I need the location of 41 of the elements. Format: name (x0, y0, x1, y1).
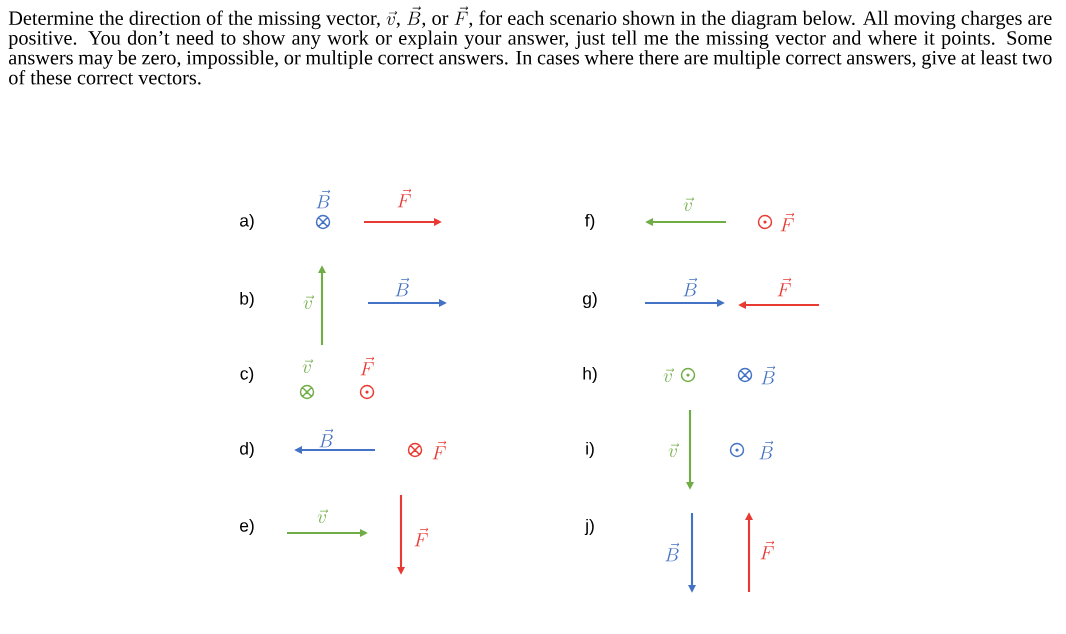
vector-symbol: $\vec{v}$ (668, 443, 680, 457)
vector-symbol: $\vec{B}$ (665, 542, 680, 562)
label: Determine the direction of the missing vector, (8, 10, 380, 30)
vector-symbol: $\vec{B}$ (316, 189, 331, 209)
label: $\vec{v}$ (386, 11, 398, 25)
scenario-label: g) (583, 291, 597, 309)
vector-symbol: $\vec{v}$ (663, 368, 675, 382)
label: , for each scenario shown in the diagram below. All moving charges are (469, 10, 1052, 30)
vector-symbol: $\vec{v}$ (303, 295, 315, 309)
label: , (396, 22, 400, 28)
vector-symbol: $\vec{v}$ (302, 359, 314, 373)
scenario-label: h) (583, 366, 597, 384)
vector-symbol: $\vec{B}$ (761, 365, 776, 385)
label: positive. You don’t need to show any work or explain your answer, just tell me the missing vector and where it points. Some (8, 30, 1052, 49)
vector-symbol: $\vec{F}$ (780, 212, 795, 232)
scenario-label: c) (240, 366, 254, 384)
scenario-label: b) (240, 291, 254, 309)
vector-symbol: $\vec{B}$ (759, 440, 774, 460)
vector-symbol: $\vec{F}$ (397, 188, 412, 208)
label: $\vec{B}$ (407, 6, 421, 25)
vector-symbol: $\vec{v}$ (683, 197, 695, 211)
instructions-text: Determine the direction of the missing vector, $\vec{v}$, $\vec{B}$, or $\vec{F}$, for each scenario shown in the diagram below. All moving charges are positive. You don’t need to show any work or explain your answer, just tell me the missing vector and where it points. Some answers may be zero, impossible, or multiple correct answers. In cases where there are multiple correct answers, give at least two of these correct vectors. (8, 6, 1052, 85)
vector-symbol: $\vec{F}$ (777, 277, 792, 297)
vector-symbol: $\vec{B}$ (395, 277, 410, 297)
vector-symbol: $\vec{v}$ (317, 509, 329, 523)
scenario-label: a) (240, 213, 254, 231)
scenario-label: d) (240, 441, 254, 459)
label: answers may be zero, impossible, or multiple correct answers. In cases where there are multiple correct answers, give at least two (8, 50, 1052, 69)
vector-symbol: $\vec{F}$ (360, 356, 375, 376)
vector-symbol: $\vec{B}$ (319, 428, 334, 448)
vector-symbol: $\vec{F}$ (760, 540, 775, 560)
vector-symbol: $\vec{F}$ (414, 527, 429, 547)
scenario-label: e) (240, 518, 254, 536)
scenario-label: i) (586, 441, 594, 459)
scenario-label: f) (584, 213, 595, 231)
scenario-label: j) (584, 518, 594, 536)
vector-symbol: $\vec{B}$ (683, 277, 698, 297)
label: of these correct vectors. (9, 70, 201, 85)
vector-symbol: $\vec{F}$ (432, 440, 447, 460)
label: $\vec{F}$ (454, 6, 469, 25)
label: , or (422, 15, 449, 28)
